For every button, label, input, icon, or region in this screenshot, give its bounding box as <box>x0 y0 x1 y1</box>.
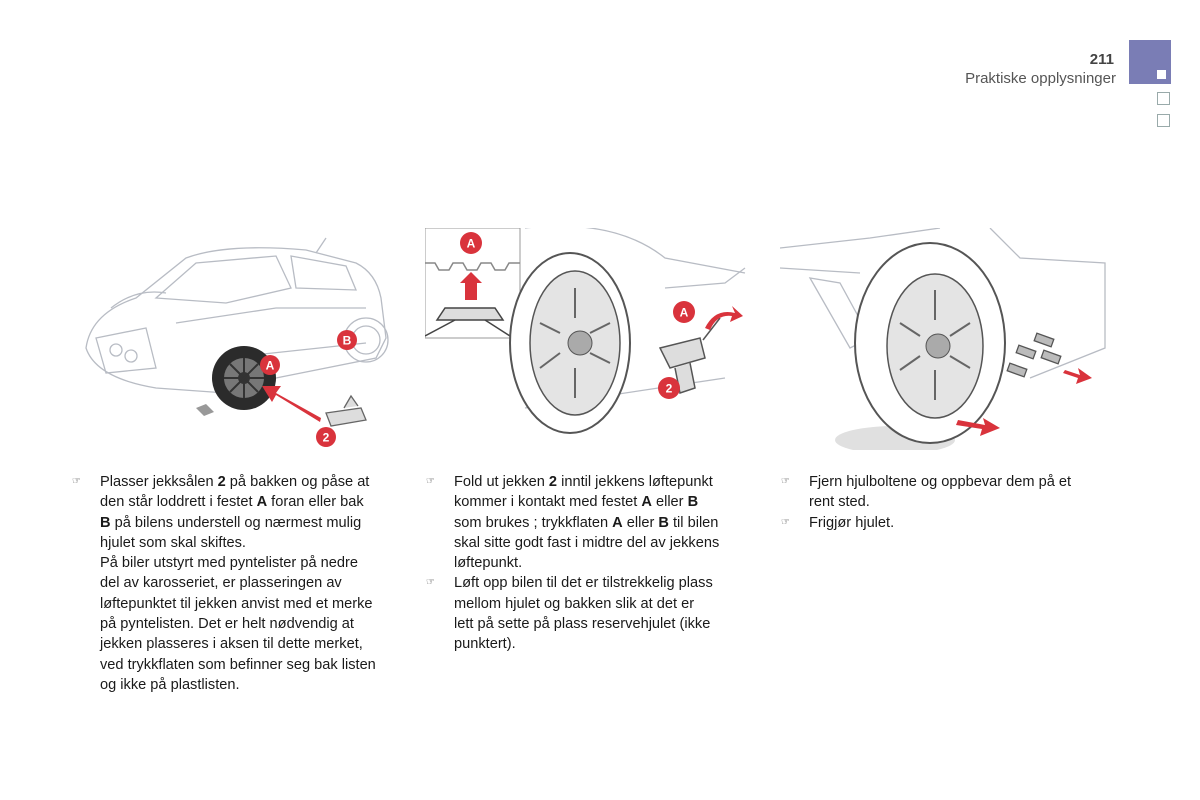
instruction-line: del av karosseriet, er plasseringen av <box>100 575 342 592</box>
instruction-line: løftepunkt. <box>454 555 523 572</box>
instruction-line: Plasser jekksålen 2 på bakken og påse at <box>100 474 370 490</box>
inset-callout-A-marker <box>460 232 482 254</box>
instruction-item: ☞ Løft opp bilen til det er tilstrekkeli… <box>426 573 756 654</box>
chapter-tab-empty-1 <box>1157 92 1170 105</box>
callout-label: A <box>680 306 689 320</box>
instruction-line: den står loddrett i festet A foran eller… <box>100 494 364 511</box>
section-title: Praktiske opplysninger <box>965 70 1116 87</box>
chapter-tab-marker <box>1157 70 1166 79</box>
instruction-item: ☞ Fjern hjulboltene og oppbevar dem på e… <box>781 472 1111 513</box>
instruction-line: skal sitte godt fast i midtre del av jek… <box>454 534 720 551</box>
instruction-line: Frigjør hjulet. <box>809 514 895 531</box>
instruction-column-2: ☞ Fold ut jekken 2 inntil jekkens løftep… <box>426 472 756 655</box>
callout-label: 2 <box>666 382 673 396</box>
callout-label: B <box>343 334 352 348</box>
instruction-line: Fjern hjulboltene og oppbevar dem på et <box>809 474 1072 490</box>
instruction-column-3: ☞ Fjern hjulboltene og oppbevar dem på e… <box>781 472 1111 533</box>
instruction-line: punktert). <box>454 636 516 653</box>
hand-pointer-icon: ☞ <box>781 516 790 528</box>
callout-A-marker <box>673 301 695 323</box>
instruction-column-1: ☞ Plasser jekksålen 2 på bakken og påse … <box>72 472 402 695</box>
callout-2-marker <box>658 377 680 399</box>
instruction-line: kommer i kontakt med festet A eller B <box>454 494 699 511</box>
hand-pointer-icon: ☞ <box>72 476 81 487</box>
instruction-line: ved trykkflaten som befinner seg bak lis… <box>100 656 376 673</box>
chapter-tab-empty-2 <box>1157 114 1170 127</box>
instruction-line: rent sted. <box>809 494 870 511</box>
page-number: 211 <box>1089 51 1114 68</box>
figure-wheel-removal <box>780 228 1110 450</box>
instruction-line: Fold ut jekken 2 inntil jekkens løftepun… <box>454 474 713 490</box>
callout-label: 2 <box>323 431 330 445</box>
instruction-item: ☞ Fold ut jekken 2 inntil jekkens løftep… <box>426 472 756 573</box>
hand-pointer-icon: ☞ <box>426 476 435 487</box>
callout-A-marker <box>260 355 280 375</box>
instruction-line: mellom hjulet og bakken slik at det er <box>454 595 695 612</box>
chapter-tab <box>1129 40 1171 84</box>
instruction-line: På biler utstyrt med pyntelister på nedr… <box>100 555 358 572</box>
figure-1-illustration: A B 2 <box>85 237 389 447</box>
instruction-line: som brukes ; trykkflaten A eller B til b… <box>454 514 719 531</box>
callout-label: A <box>266 359 275 373</box>
figure-2-illustration: A A 2 <box>425 228 746 434</box>
instruction-item: ☞ Plasser jekksålen 2 på bakken og påse … <box>72 472 402 695</box>
instruction-line: på pyntelisten. Det er helt nødvendig at <box>100 616 354 633</box>
callout-B-marker <box>337 330 357 350</box>
instruction-line: løftepunktet til jekken anvist med et me… <box>100 595 373 612</box>
figure-3-illustration <box>780 228 1106 450</box>
instruction-line: og ikke på plastlisten. <box>100 676 240 693</box>
instruction-line: lett på sette på plass reservehjulet (ik… <box>454 616 711 633</box>
callout-2-marker <box>316 427 336 447</box>
hand-pointer-icon: ☞ <box>781 476 790 487</box>
instruction-line: Løft opp bilen til det er tilstrekkelig … <box>454 575 713 592</box>
instruction-item: ☞ Frigjør hjulet. <box>781 513 1111 533</box>
instruction-line: B på bilens understell og nærmest mulig <box>100 514 362 531</box>
figure-jack-unfold: A A 2 <box>425 228 755 450</box>
instruction-line: hjulet som skal skiftes. <box>100 534 246 551</box>
instruction-line: jekken plasseres i aksen til dette merke… <box>100 636 363 653</box>
figure-car-jack-position: A B 2 <box>76 228 406 450</box>
hand-pointer-icon: ☞ <box>426 577 435 589</box>
callout-label: A <box>467 237 476 251</box>
